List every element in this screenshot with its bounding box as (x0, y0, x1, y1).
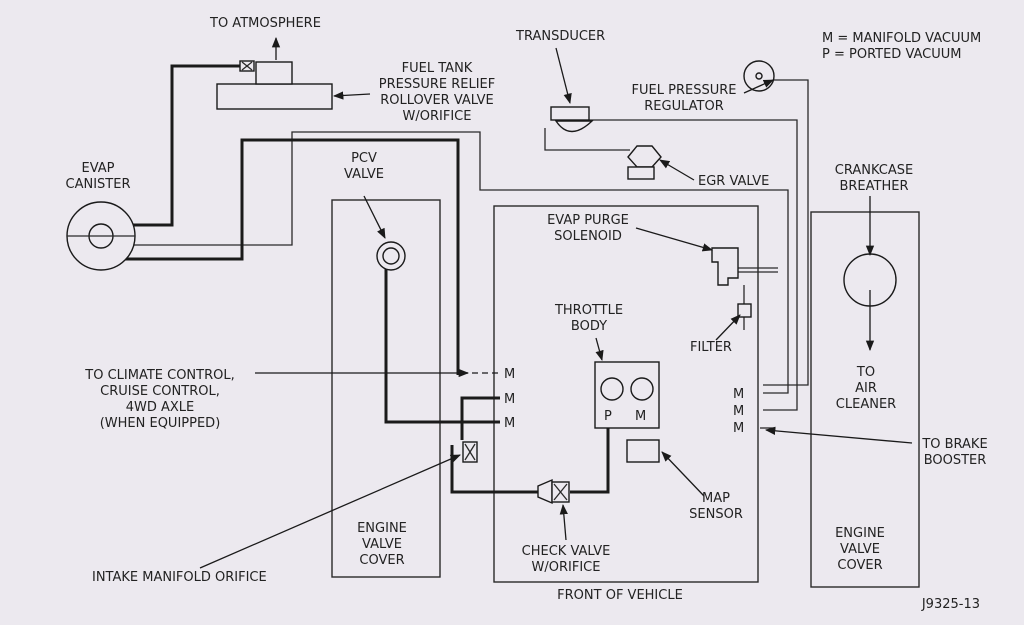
label-fuel-tank-2: PRESSURE RELIEF (379, 77, 496, 92)
label-pcv-2: VALVE (344, 167, 384, 182)
label-evc-right-1: ENGINE (835, 526, 885, 541)
front-of-vehicle-housing (493, 205, 759, 583)
throttle-body (594, 361, 660, 429)
port-marker-right-1: M (733, 387, 744, 402)
intake-manifold-orifice (462, 441, 478, 463)
label-map-2: SENSOR (689, 507, 743, 522)
label-crankcase-2: BREATHER (839, 179, 908, 194)
label-egr-valve: EGR VALVE (698, 174, 769, 189)
label-purge-2: SOLENOID (554, 229, 622, 244)
transducer (550, 106, 594, 133)
label-fuel-reg-1: FUEL PRESSURE (632, 83, 737, 98)
port-marker-right-2: M (733, 404, 744, 419)
label-fuel-tank-3: ROLLOVER VALVE (380, 93, 493, 108)
label-transducer: TRANSDUCER (515, 29, 605, 44)
label-filter: FILTER (690, 340, 732, 355)
check-valve (537, 478, 570, 505)
label-fuel-tank-4: W/ORIFICE (403, 109, 472, 124)
pcv-valve (376, 241, 406, 271)
label-check-valve-1: CHECK VALVE (522, 544, 611, 559)
filter (737, 303, 752, 318)
label-air-cleaner-2: AIR (855, 381, 877, 396)
fuel-tank-rollover-valve (216, 60, 333, 110)
figure-id: J9325-13 (921, 597, 980, 612)
label-evap-canister-2: CANISTER (66, 177, 131, 192)
label-evap-canister-1: EVAP (81, 161, 114, 176)
label-air-cleaner-3: CLEANER (836, 397, 896, 412)
label-air-cleaner-1: TO (856, 365, 875, 380)
label-map-1: MAP (702, 491, 730, 506)
label-climate-2: CRUISE CONTROL, (100, 384, 220, 399)
legend-manifold-vacuum: M = MANIFOLD VACUUM (822, 31, 981, 46)
label-climate-4: (WHEN EQUIPPED) (100, 416, 221, 431)
port-marker-left-3: M (504, 416, 515, 431)
label-front-of-vehicle: FRONT OF VEHICLE (557, 588, 683, 603)
label-evc-left-3: COVER (359, 553, 404, 568)
engine-valve-cover-left (331, 199, 441, 578)
legend-ported-vacuum: P = PORTED VACUUM (822, 47, 962, 62)
port-marker-right-3: M (733, 421, 744, 436)
egr-valve (627, 145, 662, 180)
thick-hoses (115, 64, 610, 494)
label-intake-orifice: INTAKE MANIFOLD ORIFICE (92, 570, 267, 585)
evap-canister (66, 201, 136, 271)
label-fuel-tank-1: FUEL TANK (402, 61, 473, 76)
label-evc-right-2: VALVE (840, 542, 880, 557)
label-evc-left-1: ENGINE (357, 521, 407, 536)
port-marker-left-2: M (504, 392, 515, 407)
label-pcv-1: PCV (351, 151, 377, 166)
leader-arrows (199, 36, 913, 569)
port-marker-left-1: M (504, 367, 515, 382)
label-climate-3: 4WD AXLE (126, 400, 195, 415)
label-purge-1: EVAP PURGE (547, 213, 629, 228)
label-check-valve-2: W/ORIFICE (532, 560, 601, 575)
label-evc-right-3: COVER (837, 558, 882, 573)
label-throttle-2: BODY (571, 319, 607, 334)
label-throttle-1: THROTTLE (554, 303, 623, 318)
port-marker-throttle-p: P (604, 409, 612, 424)
label-climate-1: TO CLIMATE CONTROL, (84, 368, 234, 383)
map-sensor (626, 439, 660, 463)
label-evc-left-2: VALVE (362, 537, 402, 552)
label-brake-2: BOOSTER (924, 453, 987, 468)
engine-valve-cover-right (810, 211, 920, 588)
label-crankcase-1: CRANKCASE (835, 163, 913, 178)
evap-purge-solenoid (711, 247, 739, 286)
port-marker-throttle-m: M (635, 409, 646, 424)
label-to-atmosphere: TO ATMOSPHERE (209, 16, 321, 31)
label-brake-1: TO BRAKE (921, 437, 987, 452)
label-fuel-reg-2: REGULATOR (644, 99, 723, 114)
